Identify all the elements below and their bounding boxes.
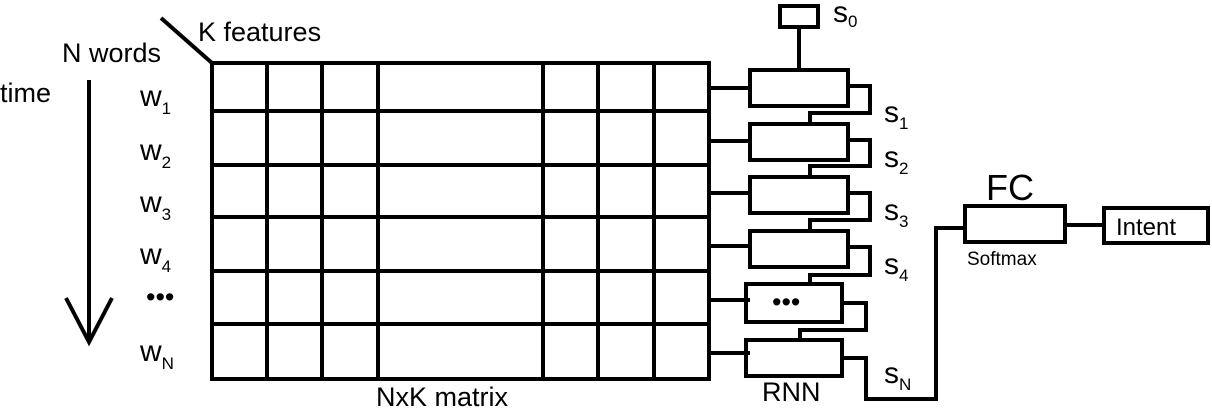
state-label: s4 [884, 248, 908, 285]
ellipsis-row-label: ••• [146, 282, 174, 312]
word-label: w2 [139, 134, 171, 172]
state-loop [808, 138, 872, 177]
fc-label: FC [986, 167, 1034, 208]
rnn-cell [748, 122, 850, 162]
state-label: s1 [884, 96, 908, 133]
rnn-cell [748, 175, 850, 215]
state-label: sN [884, 357, 911, 394]
time-label: time [0, 78, 51, 108]
state-loop [808, 84, 872, 124]
state-label: s0 [833, 0, 857, 31]
time-arrow-head [64, 297, 114, 347]
state-loop [808, 191, 872, 231]
state-loop [808, 245, 872, 284]
state-label: s3 [884, 194, 908, 231]
header-diagonal [159, 16, 214, 65]
rnn-ellipsis: ••• [772, 287, 800, 317]
rnn-cell [748, 68, 850, 108]
intent-label: Intent [1116, 214, 1176, 241]
word-label: wN [139, 335, 174, 373]
matrix-label: NxK matrix [376, 382, 509, 412]
softmax-label: Softmax [967, 249, 1037, 270]
state-loop [798, 301, 868, 340]
state-label: s2 [884, 141, 908, 178]
k-features-label: K features [198, 17, 321, 47]
rnn-cell [748, 229, 850, 269]
rnn-label: RNN [762, 377, 821, 407]
output-connector [842, 226, 965, 401]
word-label: w3 [139, 186, 171, 224]
fc-box [963, 204, 1067, 244]
nxk-matrix [210, 61, 711, 381]
word-label: w4 [139, 238, 171, 276]
word-label: w1 [139, 80, 171, 118]
rnn-cell [744, 338, 844, 378]
intent-box [1102, 206, 1210, 245]
s0-box [778, 4, 820, 29]
n-words-label: N words [62, 38, 161, 68]
